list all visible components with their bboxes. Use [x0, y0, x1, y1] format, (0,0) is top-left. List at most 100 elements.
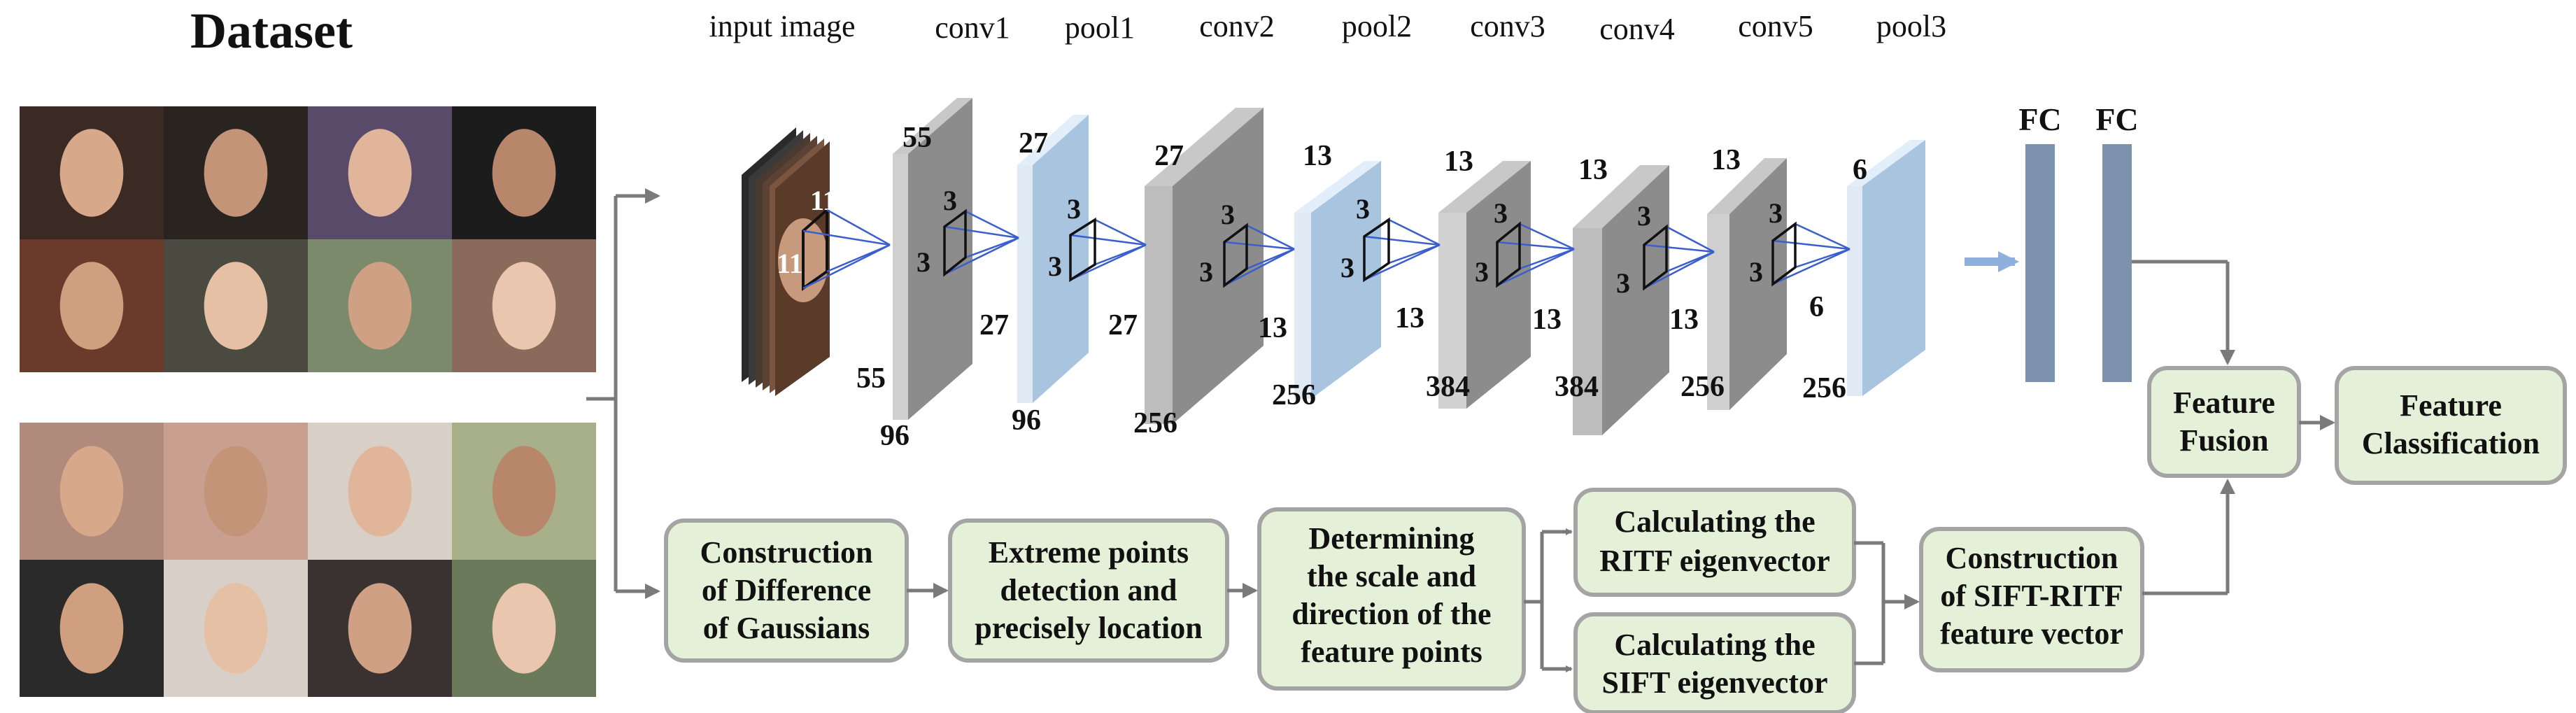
svg-text:Determining: Determining [1308, 521, 1474, 556]
fc-layers: FC FC [2018, 101, 2139, 382]
conv5-top-dim: 13 [1711, 144, 1741, 176]
stage-label-pool2: pool2 [1342, 9, 1412, 43]
pipeline: Construction of Difference of Gaussians … [664, 366, 2567, 713]
conv2-top-dim: 27 [1154, 140, 1184, 172]
conv3-depth: 384 [1426, 371, 1470, 403]
svg-text:3: 3 [943, 185, 957, 216]
svg-text:3: 3 [1769, 197, 1783, 229]
input-kernel-label-2: 11 [777, 248, 803, 279]
svg-text:precisely location: precisely location [975, 611, 1202, 645]
conv1-volume-front [893, 154, 908, 420]
svg-text:3: 3 [1494, 197, 1508, 229]
conv1-volume-side [908, 98, 972, 420]
svg-text:Calculating the: Calculating the [1614, 628, 1815, 662]
conv5-volume-front [1707, 214, 1729, 410]
svg-text:3: 3 [917, 246, 930, 278]
face-shape [348, 129, 412, 217]
box-feature-classification [2335, 366, 2567, 485]
conv2-depth: 256 [1133, 407, 1177, 439]
pool1-volume-front [1017, 165, 1033, 403]
conv1-top-dim: 55 [903, 122, 932, 154]
svg-text:Fusion: Fusion [2179, 423, 2268, 458]
conv4-depth: 384 [1555, 371, 1599, 403]
conv5-depth: 256 [1680, 371, 1725, 403]
dataset-image-grid-2 [20, 423, 596, 697]
face-shape [492, 446, 556, 537]
box-sift-ritf [1919, 527, 2144, 672]
conv1-volume-top [893, 98, 972, 154]
conv2-volume-top [1145, 108, 1264, 186]
conv5-volume-top [1707, 158, 1787, 214]
pool3-volume-front [1847, 186, 1862, 396]
face-shape [59, 583, 124, 674]
conv4-top-dim: 13 [1578, 154, 1608, 186]
svg-text:RITF eigenvector: RITF eigenvector [1599, 544, 1830, 578]
dataset-image-grid-1 [20, 106, 596, 372]
pool1-depth: 96 [1012, 404, 1041, 437]
pool2-top-dim: 13 [1303, 140, 1332, 172]
dataset-title: Dataset [190, 3, 353, 59]
face-shape [492, 129, 556, 217]
face-shape [204, 446, 268, 537]
pool3-top-dim: 6 [1853, 154, 1867, 186]
input-kernel-label-1: 11 [810, 185, 837, 216]
pool3-depth: 256 [1802, 372, 1846, 404]
svg-text:direction of the: direction of the [1291, 597, 1491, 631]
svg-text:3: 3 [1221, 199, 1235, 230]
svg-text:3: 3 [1475, 256, 1489, 288]
fc-bar-1 [2025, 144, 2055, 382]
conv1-side-dim: 27 [979, 309, 1009, 341]
svg-text:3: 3 [1199, 256, 1213, 288]
dimension-labels: 55 27 27 13 13 13 13 6 27 27 13 13 13 13… [856, 122, 1867, 452]
svg-text:Calculating the: Calculating the [1614, 504, 1815, 539]
svg-text:Construction: Construction [1946, 541, 2118, 575]
svg-text:Classification: Classification [2362, 426, 2540, 460]
stage-label-pool1: pool1 [1065, 10, 1135, 45]
cnn-stage-labels: input image conv1 pool1 conv2 pool2 conv… [709, 9, 1947, 46]
pool2-side-dim: 13 [1395, 302, 1424, 334]
stage-label-conv5: conv5 [1738, 9, 1813, 43]
pool2-volume-front [1294, 213, 1311, 399]
conv5-side-dim: 6 [1809, 291, 1824, 323]
svg-text:the scale and: the scale and [1307, 559, 1476, 593]
box-determining [1257, 507, 1526, 691]
conv1-bottom-dim-55: 55 [856, 362, 886, 395]
stage-label-pool3: pool3 [1876, 9, 1946, 43]
conv3-volume-top [1438, 161, 1531, 213]
svg-text:Extreme points: Extreme points [989, 535, 1189, 570]
pool2-depth: 256 [1272, 379, 1316, 411]
fc-bar-2 [2102, 144, 2132, 382]
conv5-volume-side [1729, 158, 1787, 410]
face-shape [492, 583, 556, 674]
stage-label-conv2: conv2 [1199, 9, 1275, 43]
pool1-side-dim: 27 [1108, 309, 1138, 341]
pool2-volume-top [1294, 161, 1381, 213]
box-construction-dog-line2: of Difference [702, 573, 871, 607]
pool3-volume-side [1862, 140, 1925, 396]
box-construction-dog-line3: of Gaussians [703, 611, 870, 645]
cnn-volumes [893, 98, 1925, 435]
conv2-side-dim: 13 [1258, 312, 1287, 344]
stage-label-conv3: conv3 [1470, 9, 1545, 43]
conv2-volume-side [1173, 108, 1264, 424]
conv1-depth: 96 [880, 420, 910, 452]
stage-label-input-image: input image [709, 9, 856, 43]
conv4-volume-side [1602, 165, 1669, 435]
svg-text:3: 3 [1616, 267, 1630, 299]
conv2-volume-front [1145, 186, 1173, 424]
face-shape [348, 583, 412, 674]
pool3-volume-top [1847, 140, 1925, 186]
face-shape [492, 262, 556, 350]
conv4-side-dim: 13 [1669, 304, 1699, 336]
conv4-volume-front [1573, 228, 1602, 435]
conv4-volume-top [1573, 165, 1669, 228]
conv3-side-dim: 13 [1532, 304, 1562, 336]
svg-text:3: 3 [1067, 193, 1081, 225]
kernel-size-labels: 3 3 3 3 3 3 3 3 3 3 3 3 3 3 [917, 185, 1783, 299]
pool1-volume-side [1033, 115, 1089, 403]
face-shape [59, 129, 124, 217]
face-shape [59, 262, 124, 350]
face-shape [204, 583, 268, 674]
box-construction-dog-line1: Construction [700, 535, 873, 570]
